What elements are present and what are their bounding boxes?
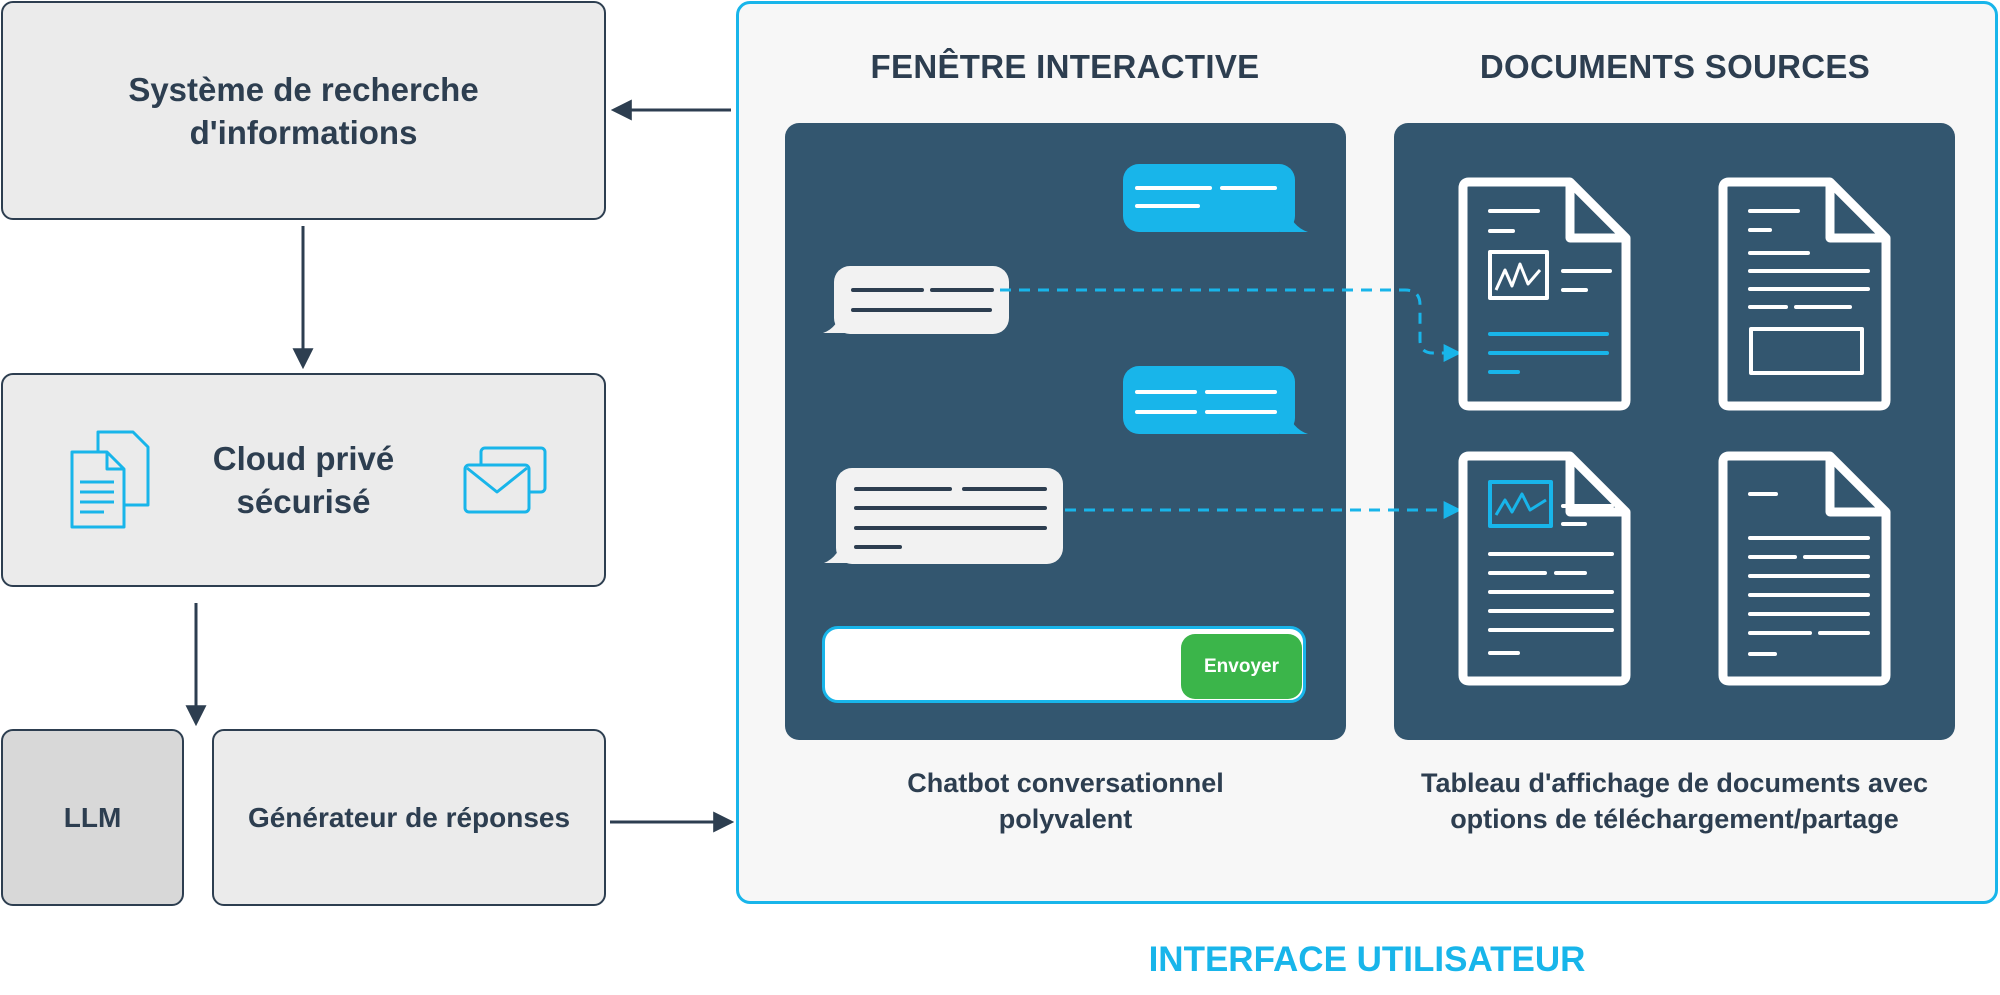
envelopes-icon (463, 446, 547, 514)
document-icon (1718, 177, 1891, 411)
response-generator-label: Générateur de réponses (247, 801, 571, 833)
search-system-label: Système de recherche d'informations (128, 70, 479, 151)
send-button[interactable]: Envoyer (1181, 634, 1302, 699)
user-interface-label: INTERFACE UTILISATEUR (1148, 940, 1586, 979)
citation-link-arrow (1000, 288, 1462, 362)
documents-icon (70, 430, 150, 529)
document-icon (1718, 451, 1891, 686)
llm-box: LLM (1, 729, 184, 906)
document-icon (1458, 177, 1631, 411)
llm-label: LLM (63, 801, 122, 833)
bot-message-bubble (824, 468, 1063, 564)
document-icon (1458, 451, 1631, 686)
search-system-box: Système de recherche d'informations (1, 1, 606, 220)
source-documents-title: DOCUMENTS SOURCES (1479, 48, 1871, 85)
user-message-bubble (1123, 164, 1308, 232)
documents-caption: Tableau d'affichage de documents avec op… (1420, 768, 1929, 834)
private-cloud-label: Cloud privé sécurisé (212, 440, 395, 520)
user-message-bubble (1123, 366, 1308, 434)
chat-window-title: FENÊTRE INTERACTIVE (870, 48, 1260, 85)
bot-message-bubble (823, 266, 1009, 334)
response-generator-box: Générateur de réponses (212, 729, 606, 906)
chat-caption: Chatbot conversationnel polyvalent (907, 768, 1224, 834)
